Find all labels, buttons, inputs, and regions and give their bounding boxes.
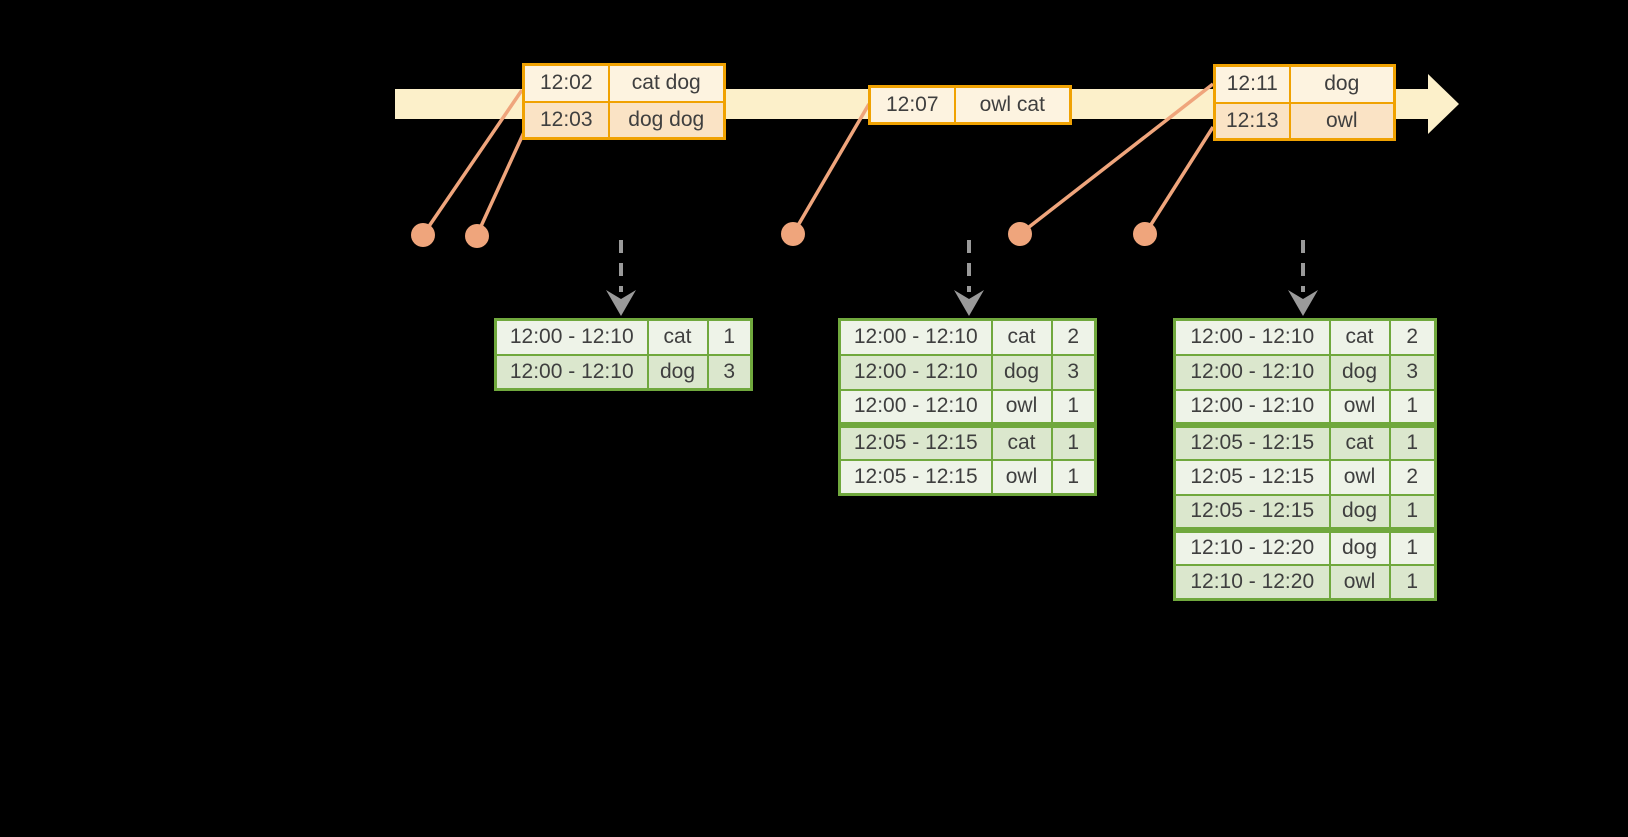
table-cell: cat dog bbox=[607, 63, 726, 103]
table-cell: owl bbox=[990, 458, 1053, 496]
table-cell: 1 bbox=[1388, 563, 1437, 601]
timeline-arrowhead-icon bbox=[1428, 74, 1459, 134]
table-cell: 12:00 - 12:10 bbox=[838, 318, 993, 356]
table-cell: 12:00 - 12:10 bbox=[838, 388, 993, 428]
table-cell: 12:05 - 12:15 bbox=[838, 423, 993, 461]
table-cell: 12:07 bbox=[868, 85, 956, 125]
table-cell: 1 bbox=[1050, 388, 1097, 428]
event-time-dot bbox=[1133, 222, 1157, 246]
table-cell: cat bbox=[1328, 318, 1391, 356]
trigger-arrow-icon bbox=[606, 240, 636, 316]
table-cell: 12:00 - 12:10 bbox=[1173, 353, 1331, 391]
table-cell: 3 bbox=[706, 353, 753, 391]
table-cell: 1 bbox=[1050, 423, 1097, 461]
event-time-dot bbox=[465, 224, 489, 248]
table-cell: dog dog bbox=[607, 100, 726, 140]
table-cell: 1 bbox=[1050, 458, 1097, 496]
table-cell: 12:00 - 12:10 bbox=[1173, 318, 1331, 356]
table-cell: owl bbox=[1288, 101, 1396, 141]
event-connector-line bbox=[1143, 126, 1215, 235]
table-cell: 1 bbox=[1388, 493, 1437, 533]
event-time-dot bbox=[1008, 222, 1032, 246]
table-cell: 3 bbox=[1388, 353, 1437, 391]
table-cell: 2 bbox=[1050, 318, 1097, 356]
trigger-arrows bbox=[606, 240, 1318, 316]
trigger-arrow-icon bbox=[1288, 240, 1318, 316]
table-cell: 12:00 - 12:10 bbox=[494, 353, 649, 391]
trigger-arrow-icon bbox=[954, 240, 984, 316]
table-cell: dog bbox=[1288, 64, 1396, 104]
table-cell: 3 bbox=[1050, 353, 1097, 391]
table-cell: 1 bbox=[1388, 423, 1437, 461]
table-cell: 12:05 - 12:15 bbox=[1173, 493, 1331, 533]
event-connector-line bbox=[1018, 82, 1215, 236]
table-cell: 2 bbox=[1388, 318, 1437, 356]
event-connector-line bbox=[475, 129, 527, 236]
table-cell: dog bbox=[646, 353, 709, 391]
table-cell: 12:10 - 12:20 bbox=[1173, 563, 1331, 601]
event-time-dot bbox=[411, 223, 435, 247]
event-connector-line bbox=[421, 89, 524, 236]
event-time-dot bbox=[781, 222, 805, 246]
table-cell: dog bbox=[1328, 493, 1391, 533]
table-cell: dog bbox=[990, 353, 1053, 391]
table-cell: 12:00 - 12:10 bbox=[494, 318, 649, 356]
table-cell: 1 bbox=[706, 318, 753, 356]
table-cell: owl bbox=[1328, 563, 1391, 601]
table-cell: cat bbox=[646, 318, 709, 356]
table-cell: cat bbox=[990, 423, 1053, 461]
table-cell: owl cat bbox=[953, 85, 1072, 125]
table-cell: dog bbox=[1328, 528, 1391, 566]
table-cell: owl bbox=[1328, 388, 1391, 428]
table-cell: 1 bbox=[1388, 528, 1437, 566]
connector-lines bbox=[421, 82, 1215, 236]
table-cell: 12:03 bbox=[522, 100, 610, 140]
table-cell: 12:02 bbox=[522, 63, 610, 103]
table-cell: 12:05 - 12:15 bbox=[1173, 423, 1331, 461]
table-cell: 12:00 - 12:10 bbox=[1173, 388, 1331, 428]
table-cell: 1 bbox=[1388, 388, 1437, 428]
event-connector-line bbox=[791, 103, 871, 235]
table-cell: owl bbox=[1328, 458, 1391, 496]
table-cell: 12:00 - 12:10 bbox=[838, 353, 993, 391]
table-cell: 12:11 bbox=[1213, 64, 1291, 104]
table-cell: 12:05 - 12:15 bbox=[838, 458, 993, 496]
table-cell: cat bbox=[1328, 423, 1391, 461]
event-time-dots bbox=[411, 222, 1157, 248]
table-cell: owl bbox=[990, 388, 1053, 428]
table-cell: dog bbox=[1328, 353, 1391, 391]
table-cell: cat bbox=[990, 318, 1053, 356]
table-cell: 12:05 - 12:15 bbox=[1173, 458, 1331, 496]
table-cell: 12:10 - 12:20 bbox=[1173, 528, 1331, 566]
table-cell: 2 bbox=[1388, 458, 1437, 496]
table-cell: 12:13 bbox=[1213, 101, 1291, 141]
